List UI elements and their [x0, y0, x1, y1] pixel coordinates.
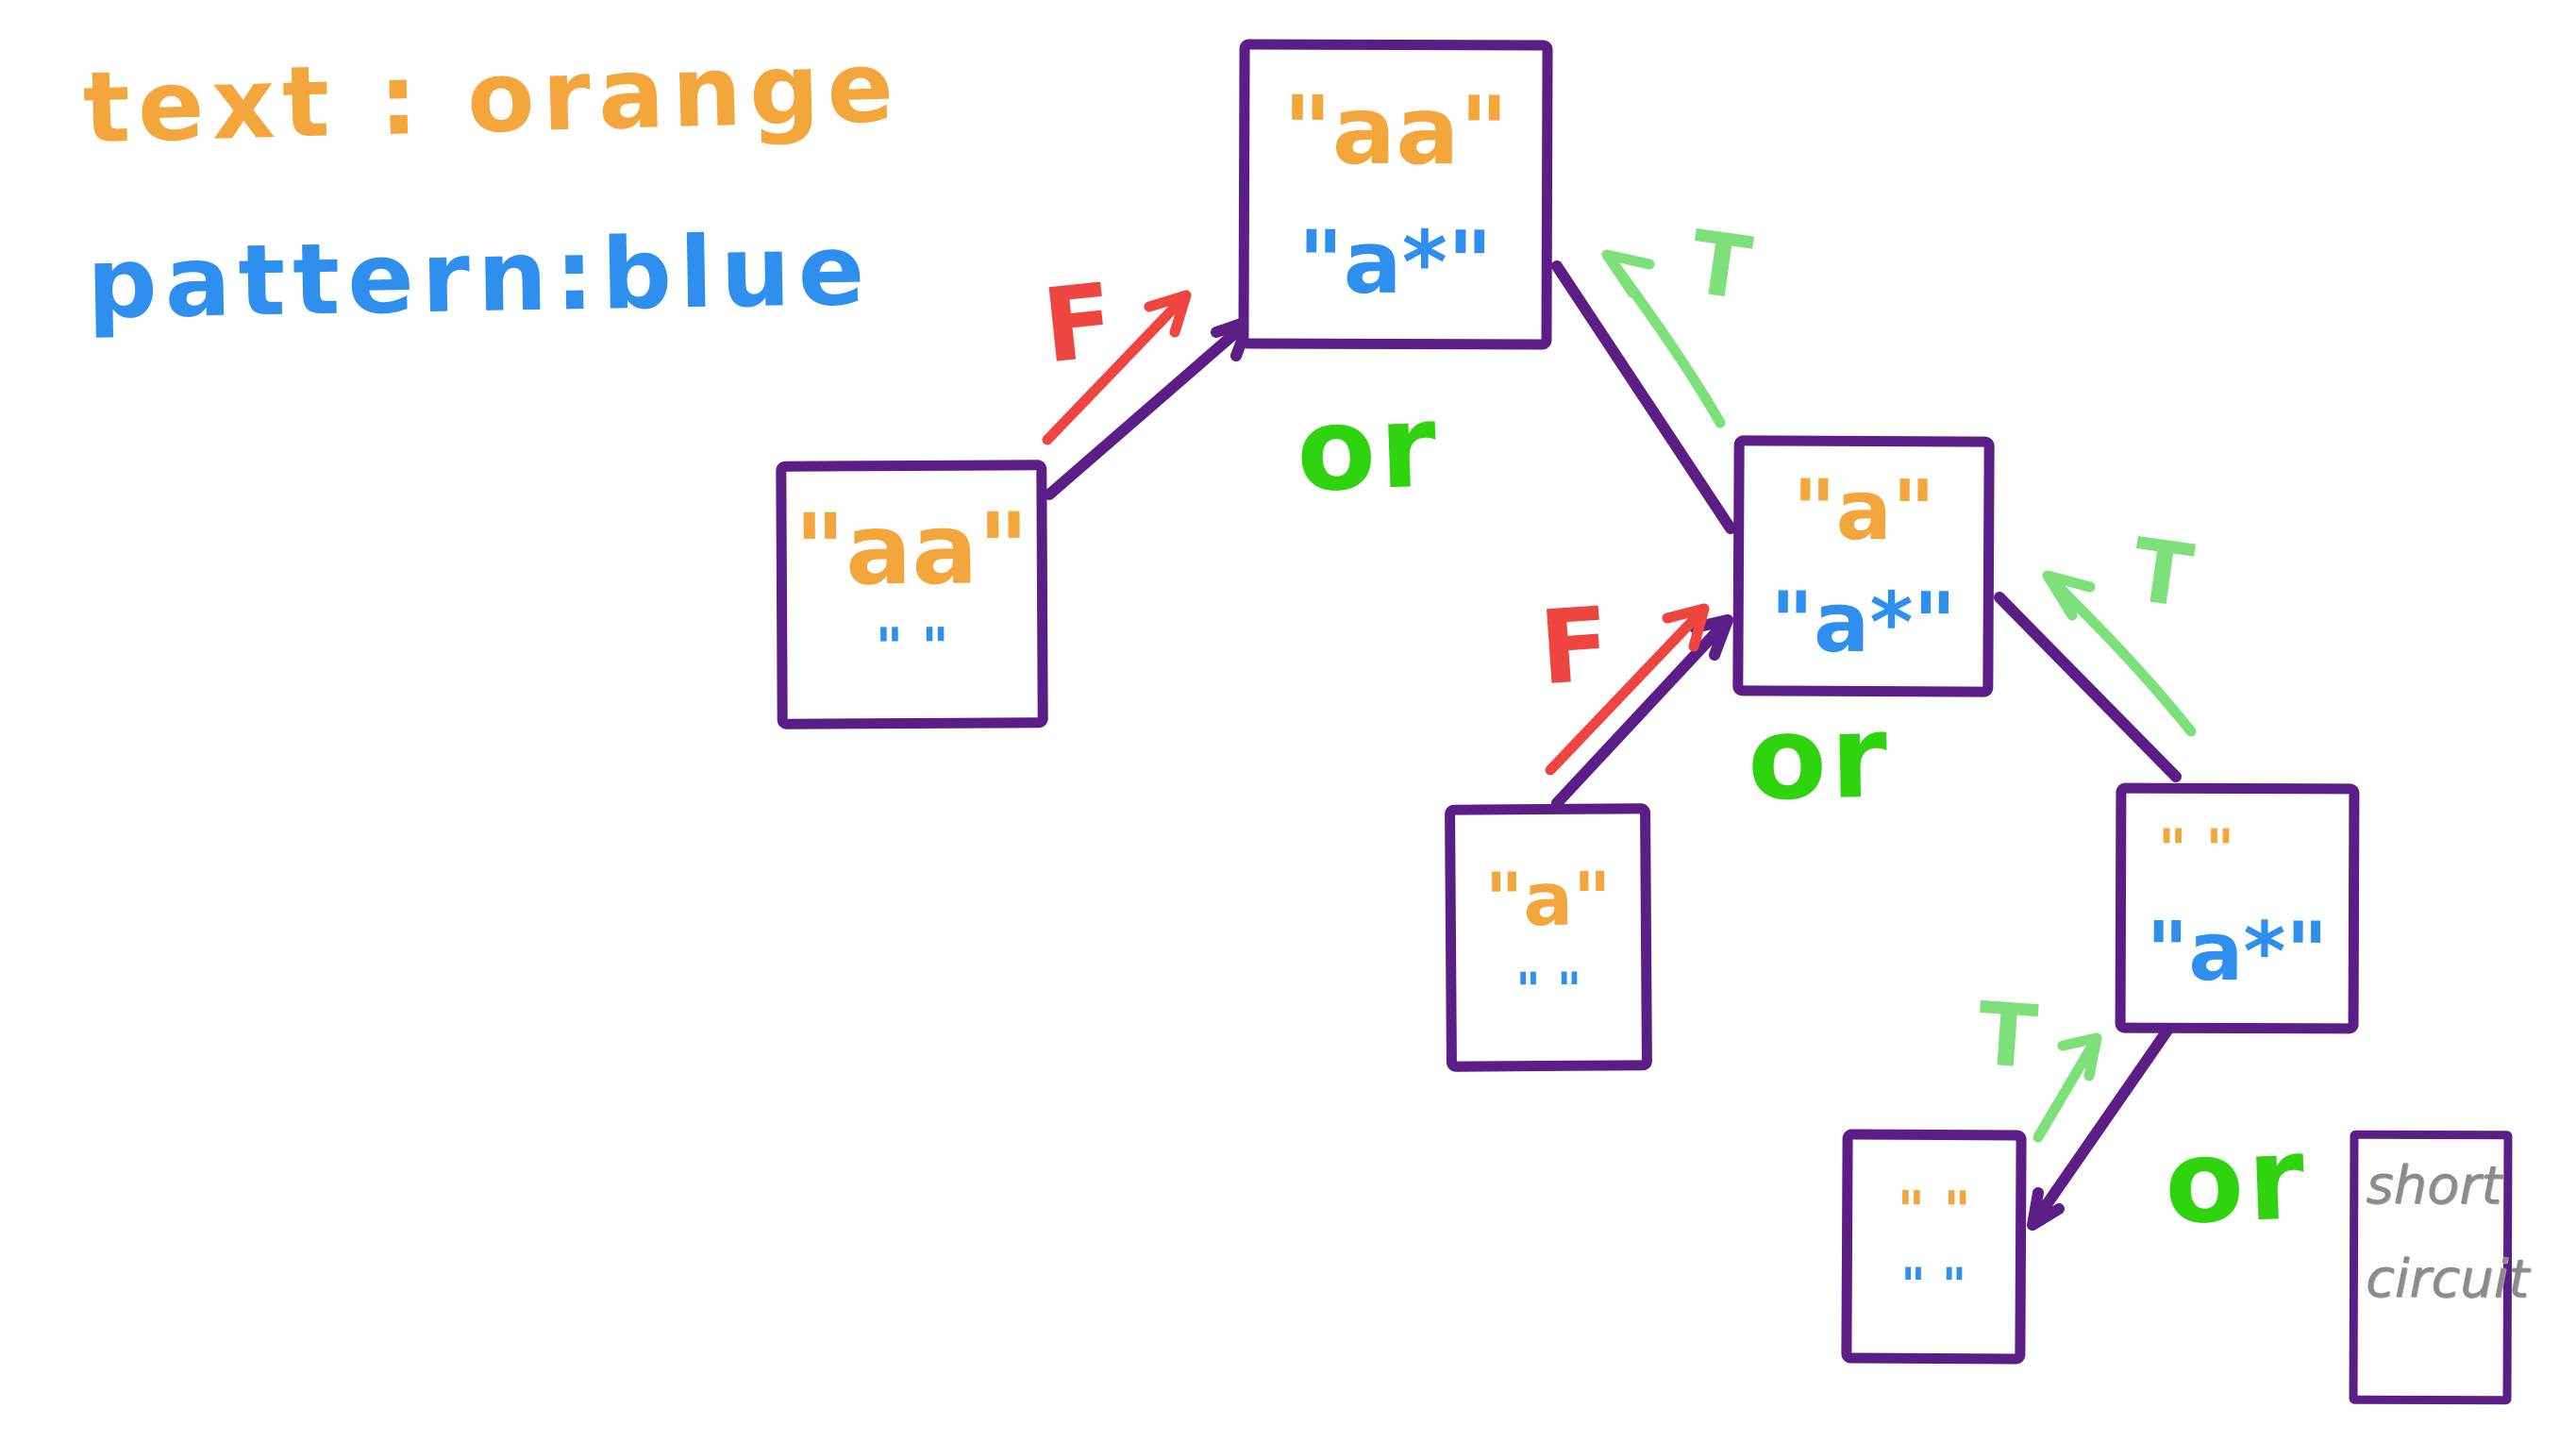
false-label-mid-bottom: F: [1535, 585, 1614, 709]
node-right-text: "a": [1792, 461, 1936, 560]
node-root-text: "aa": [1282, 75, 1510, 187]
node-far-right-text: " ": [2158, 816, 2234, 881]
false-return-arrow-left: [1042, 290, 1192, 445]
node-far-right-pattern: "a*": [2146, 904, 2329, 1000]
node-left-child: "aa" " ": [776, 460, 1048, 729]
node-root-pattern: "a*": [1297, 211, 1493, 314]
edge-farright-to-bottom: [2027, 1022, 2175, 1231]
edge-right-to-farright: [1994, 592, 2182, 782]
edge-root-to-right: [1551, 260, 1736, 534]
true-label-far-right: T: [2125, 519, 2199, 628]
true-label-bottom: T: [1974, 982, 2041, 1089]
true-return-arrow-farright: [2042, 570, 2197, 737]
true-return-arrow-right: [1601, 249, 1726, 428]
node-far-right: " " "a*": [2115, 782, 2360, 1034]
node-bottom-text: " ": [1897, 1180, 1971, 1243]
node-mid-bottom-pattern: " ": [1515, 963, 1582, 1018]
short-circuit-line1: short: [2366, 1154, 2502, 1217]
node-bottom: " " " ": [1841, 1129, 2027, 1365]
or-label-right: or: [1746, 689, 1893, 827]
or-label-far-right: or: [2162, 1111, 2311, 1250]
node-mid-bottom-text: "a": [1484, 857, 1612, 944]
true-label-right: T: [1683, 211, 1757, 320]
true-return-arrow-bottom: [2032, 1032, 2102, 1143]
false-label-left: F: [1037, 261, 1120, 387]
or-label-root: or: [1294, 378, 1443, 518]
false-return-arrow-midbottom: [1545, 603, 1710, 776]
short-circuit-line2: circuit: [2365, 1248, 2530, 1311]
short-circuit-note: short circuit: [2349, 1130, 2530, 1405]
node-bottom-pattern: " ": [1900, 1257, 1967, 1314]
node-left-pattern: " ": [875, 617, 949, 679]
node-right-child: "a" "a*": [1732, 435, 1995, 697]
node-mid-bottom: "a" " ": [1445, 803, 1652, 1072]
node-left-text: "aa": [794, 491, 1029, 608]
node-right-pattern: "a*": [1769, 573, 1957, 672]
node-root: "aa" "a*": [1238, 39, 1553, 350]
